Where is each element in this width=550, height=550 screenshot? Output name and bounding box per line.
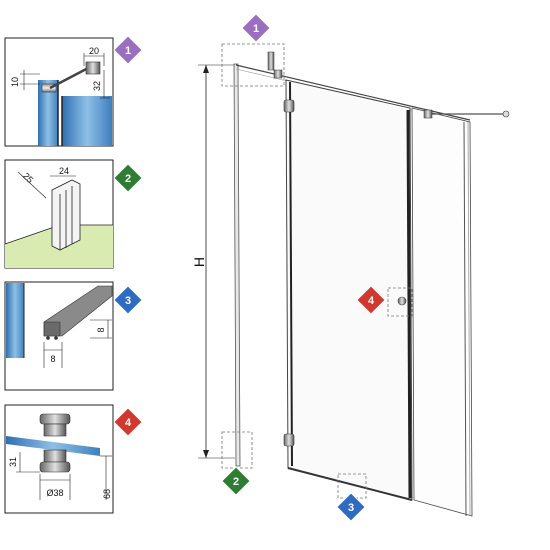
hinge-top (283, 99, 295, 113)
callout-box-4 (387, 287, 413, 317)
detail-1-wall-mount (85, 61, 101, 75)
badge-1-left-shape (113, 35, 143, 65)
detail-1-glass-left (38, 80, 58, 146)
badge-2-left: 2 (113, 163, 143, 193)
detail-1-glass-right (62, 96, 112, 146)
detail-4-knob-top (39, 413, 71, 425)
badge-3-main: 3 (336, 492, 366, 522)
detail-4-panel: 31 Ø38 68 (4, 404, 114, 514)
detail-3-bottom-label: 8 (50, 354, 55, 364)
hinge-bottom (283, 433, 295, 447)
door-panel (285, 79, 413, 501)
badge-3-main-shape (336, 492, 366, 522)
detail-3-glass (6, 283, 24, 358)
badge-3-left-shape (113, 285, 143, 315)
badge-1-main-label: 1 (253, 23, 259, 35)
detail-1-bracket (41, 83, 57, 93)
badge-1-main: 1 (241, 13, 271, 43)
detail-1-right-label: 32 (92, 81, 102, 91)
detail-4-height-label: 31 (8, 457, 18, 467)
detail-4-diameter-label: Ø38 (46, 488, 63, 498)
detail-3-panel: 8 8 (4, 281, 114, 391)
top-bracket (267, 51, 275, 71)
detail-1-width-label: 20 (89, 46, 99, 56)
badge-1-left: 1 (113, 35, 143, 65)
badge-3-main-label: 3 (348, 502, 354, 514)
badge-4-main-label: 4 (368, 295, 375, 307)
detail-4-knob-bottom (39, 461, 71, 473)
badge-2-main: 2 (221, 466, 251, 496)
badge-4-main-shape (356, 285, 386, 315)
badge-1-left-label: 1 (125, 45, 131, 57)
badge-3-left: 3 (113, 285, 143, 315)
callout-box-1 (221, 43, 285, 87)
right-fixed-panel (411, 107, 473, 517)
detail-1-left-label: 10 (10, 77, 20, 87)
badge-3-left-label: 3 (125, 295, 131, 307)
detail-4-right-label: 68 (102, 489, 112, 499)
badge-4-main: 4 (356, 285, 386, 315)
detail-2-top-label: 24 (59, 166, 69, 176)
badge-2-left-shape (113, 163, 143, 193)
badge-4-left: 4 (113, 407, 143, 437)
main-door-drawing: H (191, 43, 510, 517)
height-label: H (191, 257, 207, 267)
badge-4-left-shape (113, 407, 143, 437)
detail-1-rod (49, 64, 93, 90)
badge-2-main-shape (221, 466, 251, 496)
badge-4-left-label: 4 (125, 417, 132, 429)
left-fixed-panel (233, 63, 241, 467)
detail-1-panel: 20 10 32 (4, 37, 114, 147)
detail-2-panel: 24 25 (4, 159, 114, 269)
detail-4-glass (6, 436, 100, 456)
badge-1-main-shape (241, 13, 271, 43)
badge-2-main-label: 2 (233, 476, 239, 488)
door-knob (397, 296, 407, 306)
detail-3-side-label: 8 (96, 327, 106, 332)
badge-2-left-label: 2 (125, 173, 131, 185)
